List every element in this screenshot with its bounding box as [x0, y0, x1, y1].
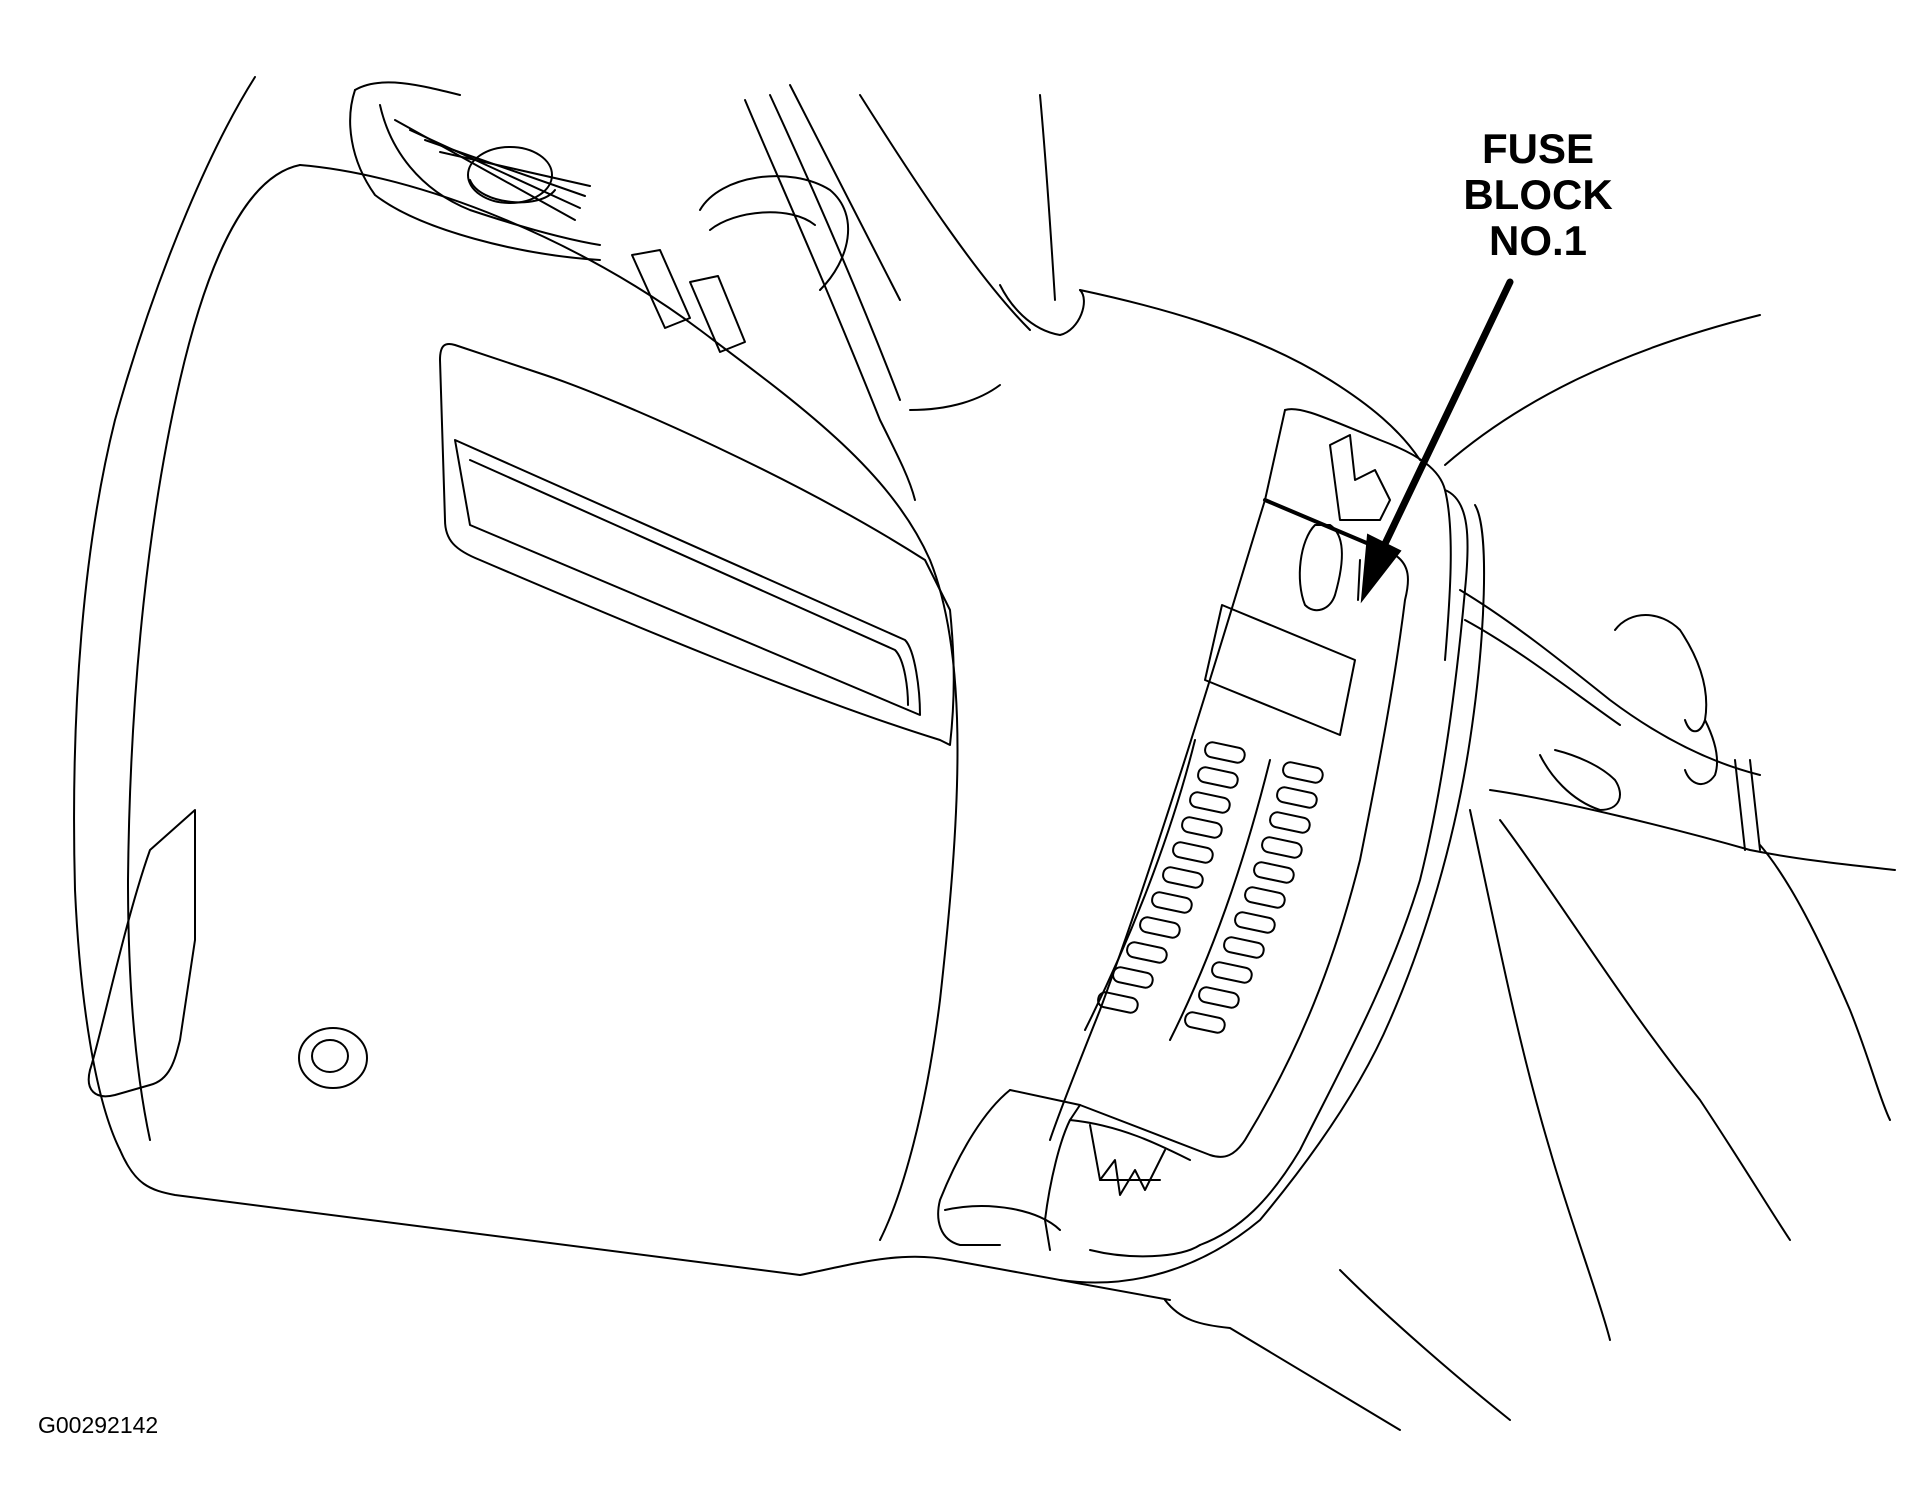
fuse-block-callout-label: FUSE BLOCK NO.1 — [1438, 126, 1638, 264]
fuse-block-housing — [937, 408, 1486, 1284]
figure-id-label: G00292142 — [38, 1412, 159, 1438]
callout-line-3: NO.1 — [1488, 217, 1588, 264]
center-lower-panel — [439, 342, 955, 746]
callout-arrow — [1360, 278, 1514, 604]
fuse-column-right — [1169, 759, 1324, 1041]
fuse-column-left — [1084, 739, 1246, 1031]
callout-line-2: BLOCK — [1463, 171, 1613, 218]
fuse-array — [1084, 739, 1324, 1041]
upper-dash-trim — [349, 81, 1421, 501]
right-side-console — [799, 314, 1896, 1431]
callout-line-1: FUSE — [1481, 125, 1594, 172]
steering-column-shroud — [73, 76, 959, 1276]
